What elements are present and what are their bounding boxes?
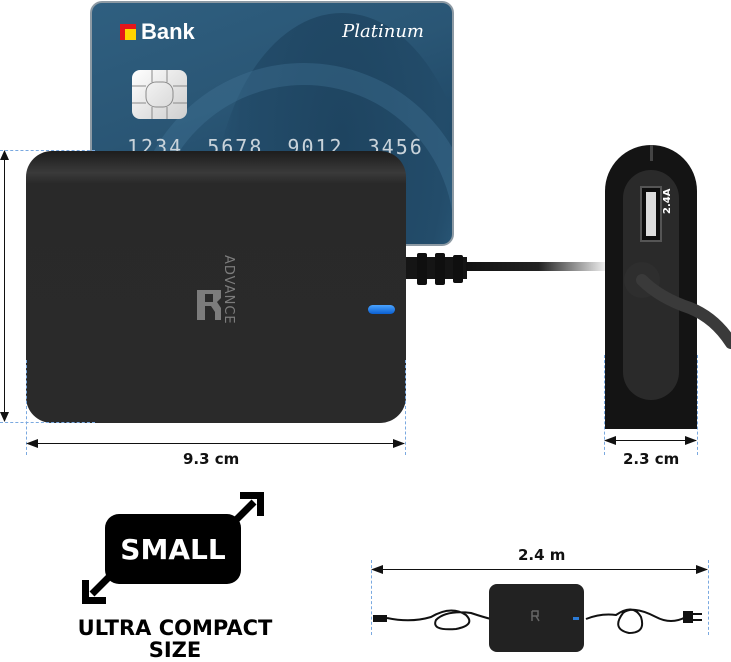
depth-guide-left (604, 355, 605, 455)
cable-strain-relief (405, 253, 467, 285)
arrow-up-icon (0, 150, 9, 160)
width-guide-right (405, 360, 406, 455)
bank-logo-icon (120, 24, 136, 40)
chip-icon (132, 70, 187, 119)
arrow-left-icon (604, 436, 616, 445)
side-groove (650, 145, 653, 161)
side-power-cable (624, 262, 731, 349)
coiled-cables (373, 608, 702, 635)
depth-label: 2.3 cm (623, 450, 680, 468)
width-guide-left (26, 360, 27, 455)
depth-guide-right (697, 355, 698, 455)
cable-length-label: 2.4 m (518, 546, 566, 564)
arrow-right-icon (685, 436, 697, 445)
height-guide-bottom (0, 422, 95, 423)
arrow-down-icon (0, 412, 9, 422)
power-cable (466, 262, 611, 271)
svg-text:ADVANCE: ADVANCE (221, 255, 235, 325)
arrow-right-icon (393, 439, 405, 448)
height-dimension-line (4, 152, 5, 420)
arrow-right-icon (696, 565, 708, 574)
arrow-left-icon (26, 439, 38, 448)
card-tier: Platinum (342, 21, 424, 42)
advance-logo-mini-icon (531, 610, 540, 622)
mini-status-led (573, 617, 579, 620)
caption-line-1: ULTRA COMPACT (77, 616, 273, 640)
width-dimension-line (28, 443, 404, 444)
usb-output-label: 2.4A (662, 188, 673, 214)
advance-logo-icon: ADVANCE (197, 255, 235, 325)
bank-name: Bank (141, 19, 195, 44)
cable-guide-right (708, 560, 709, 635)
cable-guide-left (371, 560, 372, 635)
width-label: 9.3 cm (183, 450, 240, 468)
status-led (368, 305, 395, 314)
arrow-left-icon (371, 565, 383, 574)
bank-brand: Bank (120, 19, 195, 45)
caption-line-2: SIZE (148, 638, 202, 662)
usb-port-tongue (646, 192, 656, 236)
depth-dimension-line (606, 440, 696, 441)
small-size-badge: SMALL (105, 514, 241, 584)
charger-front-view (26, 151, 406, 423)
height-guide-top (0, 150, 95, 151)
ultra-compact-caption: ULTRA COMPACT SIZE (70, 617, 280, 661)
cable-length-line (373, 569, 707, 570)
